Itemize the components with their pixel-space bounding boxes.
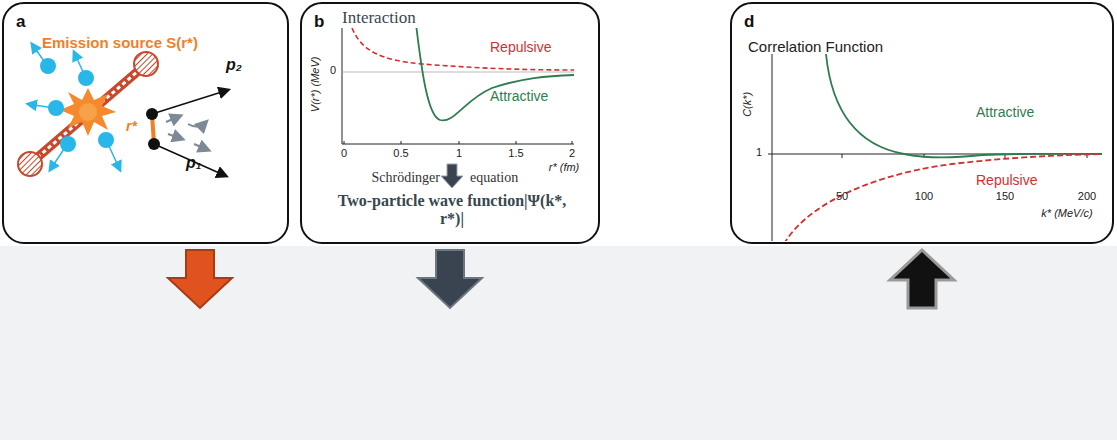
panel-text: 1 <box>456 147 462 160</box>
panel-text: equation <box>470 170 518 186</box>
panel-text: 100 <box>915 190 933 203</box>
down-arrow <box>418 250 482 308</box>
panel-text: 50 <box>836 190 848 203</box>
panel-text: Correlation Function <box>748 38 883 55</box>
panel-text: 0 <box>330 64 336 77</box>
axis-title: V(r*) (MeV) <box>310 56 323 112</box>
panel-text: Schrödinger <box>372 170 440 186</box>
panel-box: dCorrelation FunctionC(k*) 1 AttractiveRep… <box>730 2 1114 244</box>
panel-text: 0.5 <box>393 147 408 160</box>
panel-text: Attractive <box>490 88 548 104</box>
panel-text: p₂ <box>226 56 242 74</box>
panel-text: Repulsive <box>490 39 551 55</box>
panel-text: 150 <box>996 190 1014 203</box>
up-arrow <box>890 250 954 308</box>
panel-text: Attractive <box>976 104 1034 120</box>
panel-text: Repulsive <box>976 172 1037 188</box>
panel-text: 1.5 <box>508 147 523 160</box>
panel-text: Emission source S(r*) <box>42 34 198 51</box>
panel-text: p₁ <box>186 154 201 172</box>
panel-text: k* (MeV/c) <box>1041 207 1092 220</box>
axis-title: C(k*) <box>742 91 755 116</box>
panel-box: b InteractionV(r*) (MeV) 0 RepulsiveAttract… <box>300 2 600 244</box>
panel-text: 1 <box>756 146 762 159</box>
panel-text: a <box>16 12 25 32</box>
panel-text: b <box>314 12 324 32</box>
panel-text: Two-particle wave function|Ψ(k*, r*)| <box>337 192 567 229</box>
grey-band <box>0 246 1117 440</box>
panel-box: aEmission source S(r*) r* p₂ p₁ <box>2 2 289 244</box>
panel-text: r* <box>126 118 137 134</box>
panel-text: 0 <box>341 147 347 160</box>
down-arrow <box>168 250 232 308</box>
panel-text: r* (fm) <box>549 161 580 174</box>
panel-text: 2 <box>569 147 575 160</box>
panel-text: d <box>744 12 754 32</box>
panel-text: 200 <box>1078 190 1096 203</box>
panel-text: Interaction <box>342 8 416 28</box>
